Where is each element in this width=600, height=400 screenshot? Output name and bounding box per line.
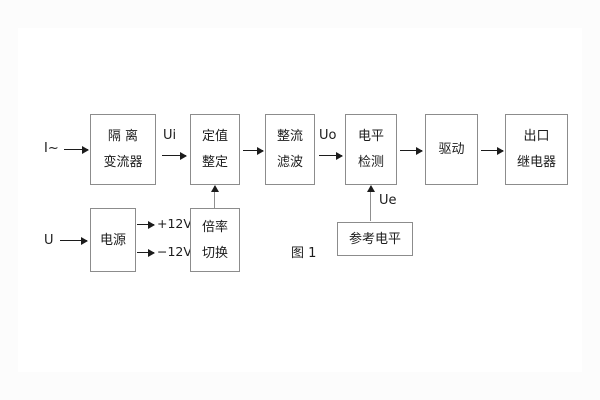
block-drive[interactable]: 驱动 (425, 114, 478, 185)
block-setting-line-2: 整定 (201, 155, 228, 170)
block-isolation-ct-line-2: 变流器 (103, 155, 143, 170)
block-level-detect-line-1: 电平 (357, 129, 384, 144)
figure-caption: 图 1 (291, 246, 317, 261)
block-rectify-filter-line-2: 滤波 (276, 155, 303, 170)
voltage-input-label: U (44, 233, 54, 248)
arrow-level-detect-to-drive (400, 146, 423, 155)
arrow-reference-to-level-detect (366, 185, 375, 221)
ue-signal-label: Ue (379, 193, 397, 208)
block-output-relay[interactable]: 出口 继电器 (505, 114, 568, 185)
arrow-rail-positive (137, 220, 155, 229)
arrow-rectify-to-level-detect (319, 151, 343, 160)
arrow-ratio-switch-to-setting (210, 185, 219, 208)
block-power-supply[interactable]: 电源 (90, 208, 136, 272)
block-ratio-switch-line-1: 倍率 (201, 219, 228, 235)
block-isolation-ct-line-1: 隔 离 (107, 129, 139, 144)
rail-positive-label: +12V (157, 216, 192, 231)
arrow-current-to-isolation (64, 145, 89, 154)
block-ratio-switch[interactable]: 倍率 切换 (190, 208, 240, 272)
arrow-setting-to-rectify (243, 146, 264, 155)
block-power-supply-line-1: 电源 (99, 232, 126, 248)
block-level-detect[interactable]: 电平 检测 (345, 114, 397, 185)
block-output-relay-line-1: 出口 (523, 129, 550, 144)
block-setting-line-1: 定值 (201, 129, 228, 144)
block-rectify-filter[interactable]: 整流 滤波 (265, 114, 315, 185)
block-drive-line-1: 驱动 (438, 142, 465, 157)
ui-signal-label: Ui (163, 128, 177, 143)
block-isolation-ct[interactable]: 隔 离 变流器 (90, 114, 156, 185)
current-input-label: I~ (44, 141, 59, 156)
arrow-isolation-to-setting (162, 151, 187, 160)
arrow-rail-negative (137, 248, 155, 257)
block-ratio-switch-line-2: 切换 (201, 245, 228, 261)
block-level-detect-line-2: 检测 (357, 155, 384, 170)
block-setting[interactable]: 定值 整定 (190, 114, 240, 185)
block-reference-level[interactable]: 参考电平 (337, 222, 413, 256)
diagram-background (18, 28, 582, 372)
block-rectify-filter-line-1: 整流 (276, 129, 303, 144)
uo-signal-label: Uo (319, 128, 337, 143)
arrow-drive-to-output-relay (481, 146, 504, 155)
rail-negative-label: −12V (157, 244, 192, 259)
block-reference-level-line-1: 参考电平 (348, 231, 401, 247)
block-output-relay-line-2: 继电器 (516, 155, 556, 170)
arrow-voltage-to-power-supply (60, 236, 88, 245)
